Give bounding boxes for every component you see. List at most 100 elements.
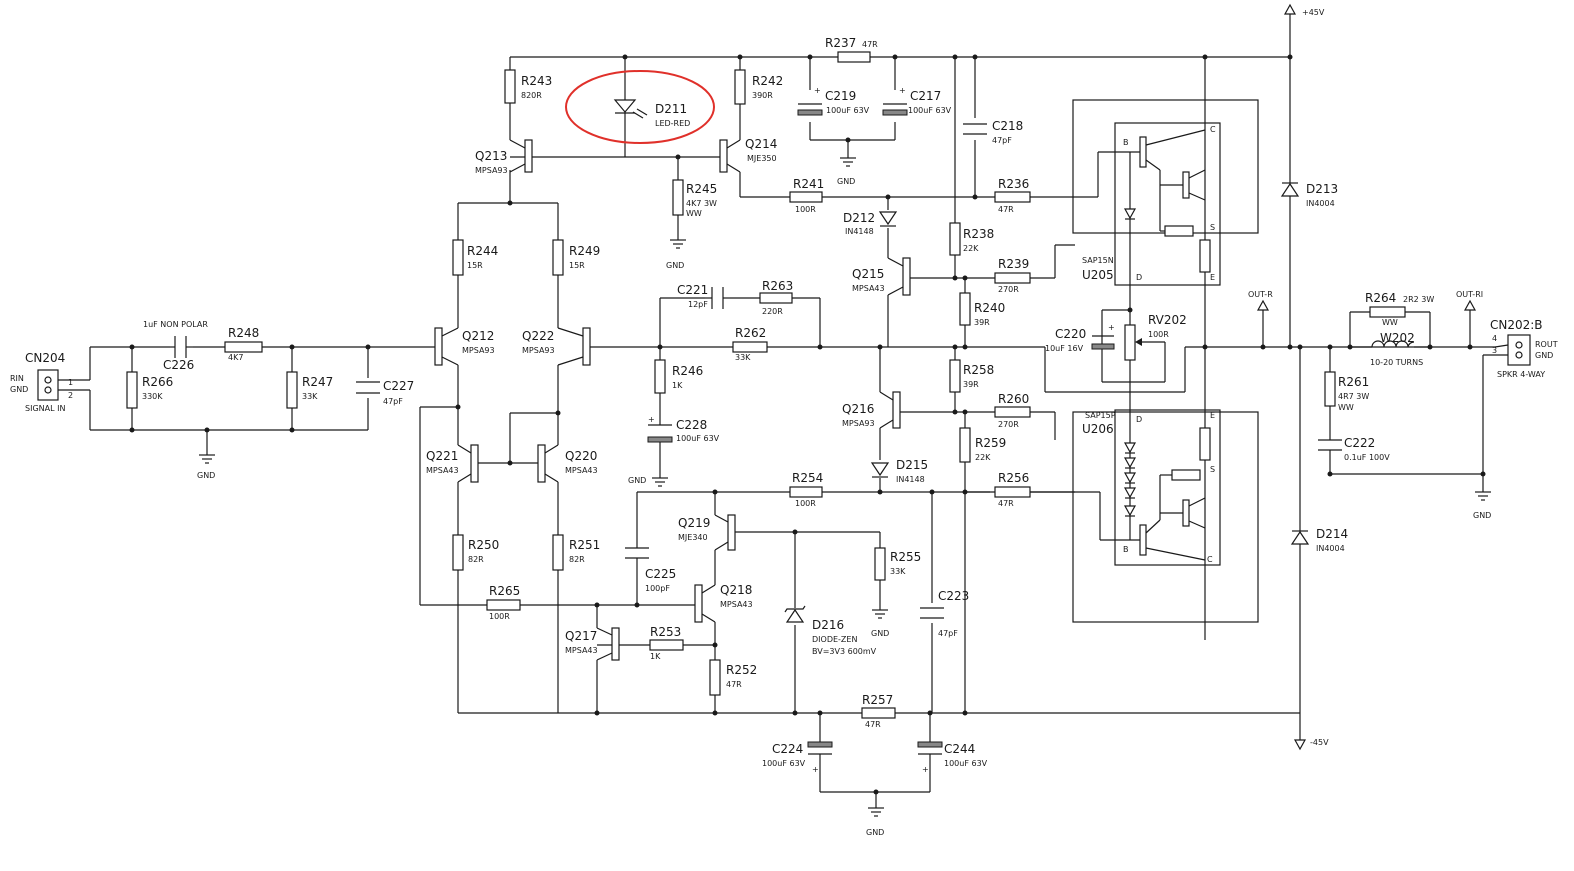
- net-label-vneg: -45V: [1310, 738, 1329, 747]
- capacitor-c222: [1318, 437, 1342, 455]
- resistor-r248: [224, 341, 263, 353]
- u205-pin-s: S: [1210, 223, 1215, 232]
- transistors: [434, 129, 1206, 661]
- label-r236: R236: [998, 177, 1029, 191]
- transistor-q213: [509, 139, 533, 173]
- label-r265: R265: [489, 584, 520, 598]
- value-c222: 0.1uF 100V: [1344, 453, 1390, 462]
- label-c224: C224: [772, 742, 803, 756]
- ref-cn204: CN204: [25, 351, 65, 365]
- gnd-label: GND: [837, 177, 855, 186]
- value-r264: 2R2 3W: [1403, 295, 1434, 304]
- label-r237: R237: [825, 36, 856, 50]
- connector-cn202: [1494, 334, 1531, 366]
- label-q220: Q220: [565, 449, 597, 463]
- value-q213: MPSA93: [475, 166, 508, 175]
- value-r247: 33K: [302, 392, 318, 401]
- value-d212: IN4148: [845, 227, 874, 236]
- u205-pin-d: D: [1136, 273, 1142, 282]
- capacitor-c223: [920, 607, 944, 619]
- resistor-r244: [452, 239, 464, 276]
- gnd-label: GND: [197, 471, 215, 480]
- label-r258: R258: [963, 363, 994, 377]
- label-w202: W202: [1380, 331, 1415, 345]
- value-r244: 15R: [467, 261, 483, 270]
- value-c225: 100pF: [645, 584, 670, 593]
- transistor-q219: [714, 514, 736, 551]
- resistor-r257: [861, 707, 896, 719]
- label-r256: R256: [998, 471, 1029, 485]
- value-c217: 100uF 63V: [908, 106, 952, 115]
- capacitor-c225: [625, 540, 649, 565]
- capacitor-c217: +: [882, 86, 908, 116]
- resistor-r243: [504, 69, 516, 104]
- wires: [58, 12, 1510, 808]
- label-r266: R266: [142, 375, 173, 389]
- net-label-vpos: +45V: [1302, 8, 1325, 17]
- label-r262: R262: [735, 326, 766, 340]
- label-c223: C223: [938, 589, 969, 603]
- label-r239: R239: [998, 257, 1029, 271]
- capacitors: + +: [170, 86, 1342, 774]
- resistor-r261: [1324, 371, 1336, 407]
- u206-pin-c: C: [1207, 555, 1213, 564]
- ground-icon: [670, 239, 686, 249]
- value-r263: 220R: [762, 307, 783, 316]
- label-c220: C220: [1055, 327, 1086, 341]
- label-q212: Q212: [462, 329, 494, 343]
- value-d216-bv: BV=3V3 600mV: [812, 647, 877, 656]
- label-c227: C227: [383, 379, 414, 393]
- label-r248: R248: [228, 326, 259, 340]
- resistor-r241: [789, 191, 823, 203]
- vneg-arrow-icon: [1293, 739, 1307, 751]
- value-r240: 39R: [974, 318, 990, 327]
- out-r-arrow-icon: [1256, 299, 1270, 311]
- value-c218: 47pF: [992, 136, 1012, 145]
- transistor-q216: [879, 391, 901, 429]
- resistor-r265: [486, 599, 521, 611]
- u205-pin-e: E: [1210, 273, 1215, 282]
- resistor-r259: [959, 427, 971, 463]
- label-d211: D211: [655, 102, 687, 116]
- connector-pin-3: 3: [1492, 346, 1497, 355]
- diode-d216: [784, 605, 806, 623]
- value-r248: 4K7: [228, 353, 243, 362]
- highlight-circle-d211: [565, 70, 715, 144]
- label-d214: D214: [1316, 527, 1348, 541]
- capacitor-c227: [356, 381, 380, 394]
- diode-d213: [1280, 182, 1300, 197]
- spkr-label: SPKR 4-WAY: [1497, 370, 1545, 379]
- resistor-r255: [874, 547, 886, 581]
- value-r246: 1K: [672, 381, 683, 390]
- value-w202: 10-20 TURNS: [1370, 358, 1423, 367]
- resistor-r262: [732, 341, 768, 353]
- resistor-r239: [994, 272, 1031, 284]
- out-ri-arrow-icon: [1463, 299, 1477, 311]
- label-c217: C217: [910, 89, 941, 103]
- svg-text:+: +: [814, 86, 821, 95]
- resistor-r238: [949, 222, 961, 256]
- label-c244: C244: [944, 742, 975, 756]
- label-r261: R261: [1338, 375, 1369, 389]
- label-r253: R253: [650, 625, 681, 639]
- value-r249: 15R: [569, 261, 585, 270]
- value-r260: 270R: [998, 420, 1019, 429]
- value-q218: MPSA43: [720, 600, 753, 609]
- text-labels: +45V -45V OUT-R OUT-RI GND GND GND GND G…: [10, 8, 1558, 837]
- label-q222: Q222: [522, 329, 554, 343]
- gnd-label: GND: [628, 476, 646, 485]
- resistor-r266: [126, 371, 138, 409]
- u206-pin-d: D: [1136, 415, 1142, 424]
- label-c228: C228: [676, 418, 707, 432]
- value-q222: MPSA93: [522, 346, 555, 355]
- value-q220: MPSA43: [565, 466, 598, 475]
- connector-pin-rin: RIN: [10, 374, 24, 383]
- connector-pin-gnd-out: GND: [1535, 351, 1553, 360]
- resistor-r258: [949, 359, 961, 393]
- value-q214: MJE350: [747, 154, 777, 163]
- resistors: [126, 51, 1406, 719]
- value-c223: 47pF: [938, 629, 958, 638]
- label-r238: R238: [963, 227, 994, 241]
- value-r245: 4K7 3W: [686, 199, 717, 208]
- transistor-q221: [457, 444, 479, 483]
